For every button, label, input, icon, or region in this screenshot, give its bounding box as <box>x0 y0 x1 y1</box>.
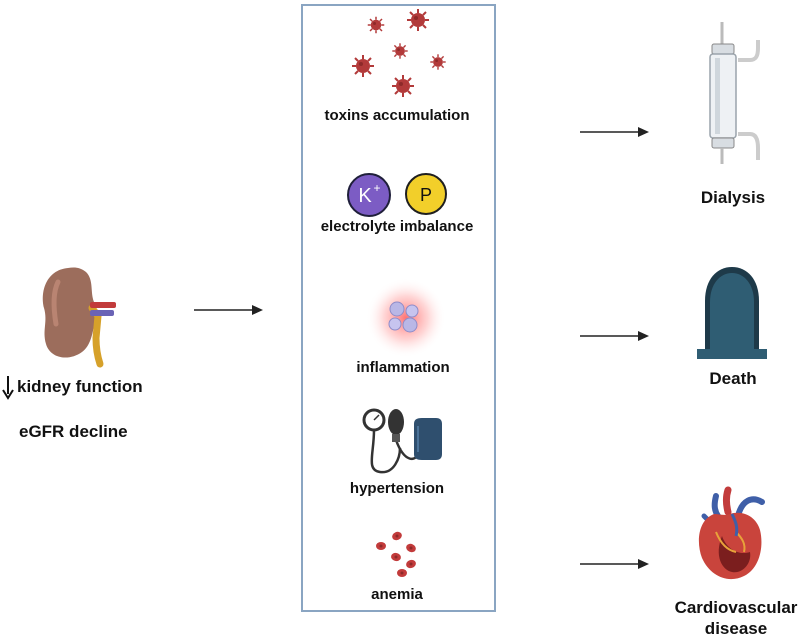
arrow-to-death <box>580 331 649 341</box>
arrow-to-cardiovascular <box>580 559 649 569</box>
hypertension-label: hypertension <box>349 480 445 497</box>
blood-pressure-monitor-icon <box>362 408 442 474</box>
kidney-function-label: kidney function <box>17 377 143 396</box>
electrolyte-imbalance-label: electrolyte imbalance <box>320 218 474 235</box>
inflammation-label: inflammation <box>356 359 450 376</box>
cardiovascular-label-line1: Cardiovascular <box>674 598 798 617</box>
kidney-icon <box>42 267 116 368</box>
tombstone-icon <box>697 267 767 359</box>
heart-icon <box>698 486 765 580</box>
red-blood-cells-icon <box>376 531 416 577</box>
potassium-symbol: K <box>358 185 372 207</box>
down-arrow-icon <box>2 376 14 400</box>
inflammation-icon <box>366 278 446 358</box>
potassium-charge: + <box>373 181 380 195</box>
anemia-label: anemia <box>371 586 423 603</box>
dialysis-label: Dialysis <box>700 188 766 207</box>
phosphorus-symbol: P <box>420 185 432 205</box>
cardiovascular-label-line2: disease <box>704 619 768 638</box>
arrow-kidney-to-box <box>194 305 263 315</box>
virus-cluster-icon <box>351 8 447 98</box>
egfr-decline-label: eGFR decline <box>19 422 128 441</box>
phosphorus-ion-icon: P <box>405 173 447 215</box>
potassium-ion-icon: K + <box>347 173 391 217</box>
death-label: Death <box>709 369 757 388</box>
arrow-to-dialysis <box>580 127 649 137</box>
toxins-accumulation-label: toxins accumulation <box>324 107 470 124</box>
dialysis-filter-icon <box>709 22 760 164</box>
complications-box <box>301 4 496 612</box>
